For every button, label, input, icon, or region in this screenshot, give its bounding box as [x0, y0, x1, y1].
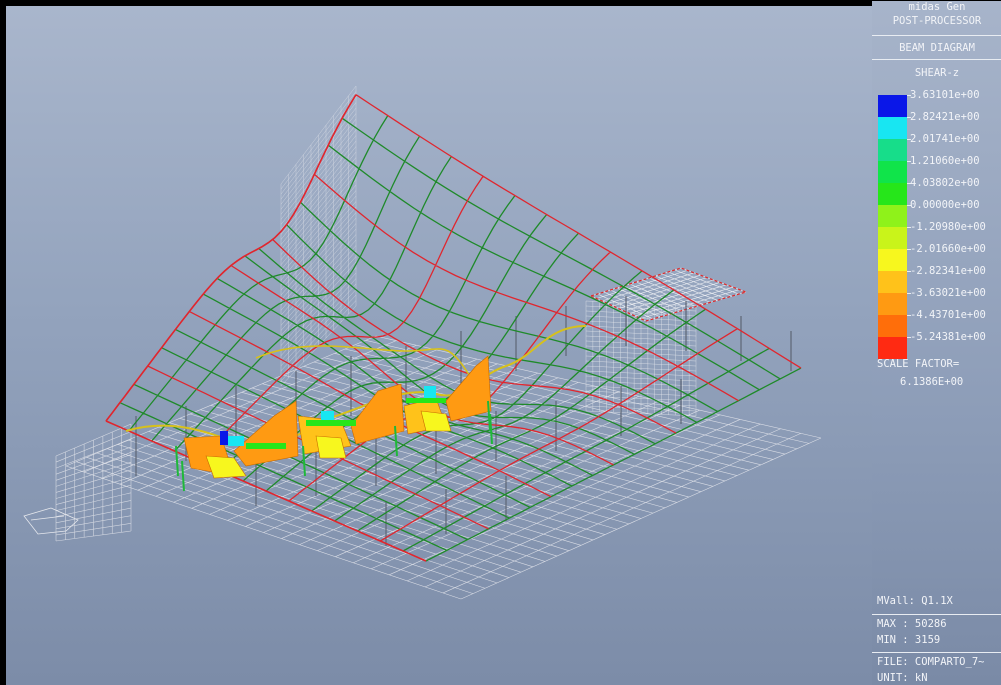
min-element-label: MIN : 3159: [877, 634, 941, 646]
legend-value: -2.01660e+00: [910, 243, 986, 255]
divider: [872, 614, 1001, 615]
legend-row: 2.01741e+00: [878, 133, 1001, 161]
legend-value: 4.03802e+00: [910, 177, 980, 189]
legend-row: -5.24381e+00: [878, 331, 1001, 359]
divider: [872, 35, 1001, 36]
legend-tick: [907, 183, 911, 184]
legend-swatch: [878, 183, 907, 205]
legend-swatch: [878, 337, 907, 359]
shear-marker: [228, 436, 244, 446]
divider: [872, 652, 1001, 653]
legend-row: 1.21060e+00: [878, 155, 1001, 183]
file-name-label: FILE: COMPARTO_7~: [877, 656, 985, 668]
legend-swatch: [878, 95, 907, 117]
post-processor-panel: midas Gen POST-PROCESSOR BEAM DIAGRAM SH…: [872, 1, 1001, 685]
legend-row: 3.63101e+00: [878, 89, 1001, 117]
scale-factor-label: SCALE FACTOR=: [877, 358, 960, 370]
legend-tick: [907, 117, 911, 118]
legend-tick: [907, 139, 911, 140]
legend-tick: [907, 95, 911, 96]
shear-ribbon: [233, 400, 299, 467]
legend-row: -1.20980e+00: [878, 221, 1001, 249]
scale-factor-value: 6.1386E+00: [900, 376, 964, 388]
legend-tick: [907, 315, 911, 316]
diagram-type: BEAM DIAGRAM: [899, 42, 975, 54]
foundation-outline: [23, 507, 79, 535]
legend-tick: [907, 293, 911, 294]
support-posts: [175, 400, 493, 492]
legend-value: -2.82341e+00: [910, 265, 986, 277]
legend-value: -4.43701e+00: [910, 309, 986, 321]
beam-line: [255, 345, 477, 387]
shear-ribbon: [350, 383, 405, 445]
legend-row: -2.82341e+00: [878, 265, 1001, 293]
app-name: midas Gen: [908, 1, 966, 13]
shear-ribbon: [420, 410, 452, 432]
model-viewport[interactable]: [6, 6, 872, 685]
legend-row: 0.00000e+00: [878, 199, 1001, 227]
unit-label: UNIT: kN: [877, 672, 928, 684]
component-label: SHEAR-z: [914, 67, 960, 79]
shear-ribbon: [315, 435, 347, 459]
legend-row: 4.03802e+00: [878, 177, 1001, 205]
legend-tick: [907, 271, 911, 272]
legend-value: 2.82421e+00: [910, 111, 980, 123]
load-case-label: MVall: Q1.1X: [877, 595, 953, 607]
legend-value: -3.63021e+00: [910, 287, 986, 299]
left-wall-mesh: [55, 423, 132, 542]
shear-marker: [246, 443, 286, 449]
legend-swatch: [878, 117, 907, 139]
shear-marker: [306, 420, 356, 426]
shear-marker: [406, 398, 446, 403]
legend-tick: [907, 249, 911, 250]
legend-tick: [907, 337, 911, 338]
shear-ribbon: [445, 355, 492, 422]
legend-swatch: [878, 249, 907, 271]
legend-swatch: [878, 205, 907, 227]
legend-row: -2.01660e+00: [878, 243, 1001, 271]
legend-row: -4.43701e+00: [878, 309, 1001, 337]
legend-row: 2.82421e+00: [878, 111, 1001, 139]
legend-swatch: [878, 271, 907, 293]
legend-swatch: [878, 139, 907, 161]
legend-tick: [907, 161, 911, 162]
legend-value: 1.21060e+00: [910, 155, 980, 167]
base-slab-mesh: [65, 335, 822, 600]
legend-swatch: [878, 227, 907, 249]
contour-legend: 3.63101e+00 2.82421e+00 2.01741e+00 1.21060…: [878, 89, 1001, 359]
legend-value: 3.63101e+00: [910, 89, 980, 101]
max-element-label: MAX : 50286: [877, 618, 947, 630]
legend-row: -3.63021e+00: [878, 287, 1001, 315]
mode-label: POST-PROCESSOR: [892, 15, 982, 27]
legend-tick: [907, 227, 911, 228]
legend-value: 2.01741e+00: [910, 133, 980, 145]
max-shear-marker: [220, 431, 228, 445]
legend-tick: [907, 205, 911, 206]
legend-value: -1.20980e+00: [910, 221, 986, 233]
legend-swatch: [878, 293, 907, 315]
legend-swatch: [878, 315, 907, 337]
divider: [872, 59, 1001, 60]
legend-swatch: [878, 161, 907, 183]
shear-marker: [424, 386, 436, 398]
roof-plate-edge: [589, 267, 748, 322]
roof-edge: [105, 94, 427, 562]
legend-value: -5.24381e+00: [910, 331, 986, 343]
legend-value: 0.00000e+00: [910, 199, 980, 211]
structural-model-canvas[interactable]: [6, 6, 872, 685]
shear-ribbon: [205, 455, 247, 479]
